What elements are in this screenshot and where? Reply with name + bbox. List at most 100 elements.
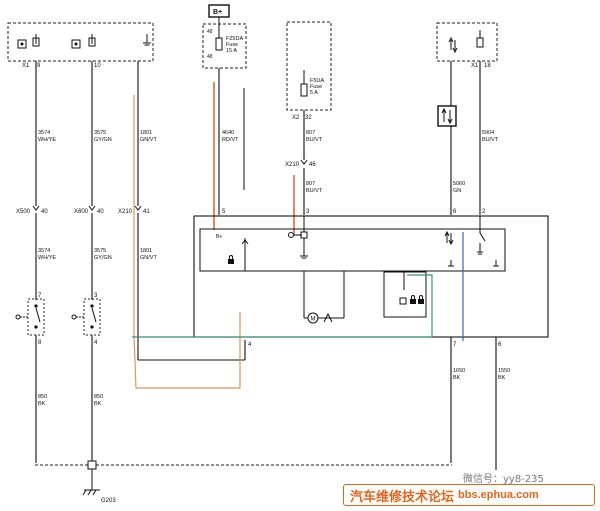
fuse-f5ua-name: F5UA bbox=[310, 78, 324, 84]
connector-x210-left-pin: 41 bbox=[143, 209, 150, 215]
forum-banner: 汽车维修技术论坛 bbs.ephua.com bbox=[343, 484, 595, 506]
ground-icon-module bbox=[300, 255, 308, 259]
connector-x210-mid-pin: 46 bbox=[309, 162, 316, 168]
switch-icon-module bbox=[477, 216, 486, 255]
lock-subblock bbox=[383, 271, 427, 318]
fuse-f25da-pin-top: 48 bbox=[207, 29, 213, 35]
motor-icon: M bbox=[307, 312, 333, 324]
ground-icon-top-left bbox=[143, 34, 151, 46]
wire-5904-color: BU/VT bbox=[482, 137, 499, 143]
wire-1801b-circuit: 1801 bbox=[140, 248, 152, 254]
wire-807b-circuit: 807 bbox=[306, 181, 315, 187]
fuse-f25da-pin-bottom: 48 bbox=[207, 54, 213, 60]
bidirectional-arrows-icon-top bbox=[448, 36, 458, 54]
wire-850b-circuit: 850 bbox=[94, 394, 103, 400]
connector-x2-pin: 32 bbox=[305, 115, 312, 121]
connector-x210-left: X210 bbox=[118, 209, 133, 215]
fuse-f5ua-type: Fuse bbox=[310, 84, 322, 90]
resistor-icon-top-right bbox=[476, 30, 484, 48]
control-module-inner bbox=[199, 228, 506, 272]
battery-label: B+ bbox=[213, 9, 222, 16]
orange-trace-wire bbox=[133, 95, 241, 389]
switch2-pin-top: 3 bbox=[94, 293, 98, 299]
wire-807a-color: BU/VT bbox=[306, 137, 323, 143]
wire-850b-color: BK bbox=[94, 401, 102, 407]
ground-splice bbox=[87, 460, 97, 470]
switch1-pin-bottom: 8 bbox=[38, 340, 42, 346]
connector-x1-right-pin: 18 bbox=[484, 63, 491, 69]
wire-4640-color: RD/VT bbox=[222, 137, 239, 143]
left-top-enclosure bbox=[7, 22, 154, 62]
fuse-f5ua-icon bbox=[300, 83, 308, 97]
fuse-f25da-name: F25DA bbox=[226, 36, 243, 42]
key-switch-icon bbox=[288, 231, 308, 239]
fuse-block-enclosure bbox=[202, 23, 247, 69]
switch1-pin-top: 7 bbox=[38, 293, 42, 299]
connector-x2: X2 bbox=[292, 115, 300, 121]
forum-url: bbs.ephua.com bbox=[458, 489, 539, 501]
wire-1801-color: GN/VT bbox=[140, 137, 157, 143]
wire-3574b-color: WH/YE bbox=[38, 255, 56, 261]
wire-3574-circuit: 3574 bbox=[38, 130, 50, 136]
wire-1650-color: BK bbox=[453, 375, 461, 381]
pullup-resistor-icon-1 bbox=[17, 34, 40, 49]
forum-name: 汽车维修技术论坛 bbox=[350, 489, 455, 505]
wire-1801b-color: GN/VT bbox=[140, 255, 157, 261]
connector-x1-pin10: 10 bbox=[94, 63, 101, 69]
wire-3574-color: WH/YE bbox=[38, 137, 56, 143]
wire-4640-circuit: 4640 bbox=[222, 130, 234, 136]
fuse-f25da-icon bbox=[215, 37, 223, 51]
svg-text:M: M bbox=[311, 317, 316, 323]
door-switch-icon-1 bbox=[15, 298, 45, 336]
fuse-f25da-rating: 15 A bbox=[226, 48, 237, 54]
ground-icon-module-2 bbox=[448, 260, 499, 267]
wire-807a-circuit: 807 bbox=[306, 130, 315, 136]
module-pin-6b: 6 bbox=[498, 342, 502, 348]
lock-icon-1 bbox=[228, 255, 234, 264]
connector-x600-pin: 40 bbox=[97, 209, 104, 215]
wire-1650-circuit: 1650 bbox=[453, 368, 465, 374]
wire-3575-color: GY/GN bbox=[94, 137, 112, 143]
chassis-ground-icon bbox=[82, 489, 100, 496]
lock-icon-2 bbox=[399, 295, 424, 305]
fuse-f5ua-rating: 5 A bbox=[310, 90, 318, 96]
module-pin-2: 2 bbox=[482, 209, 486, 215]
connector-x500-pin: 40 bbox=[41, 209, 48, 215]
data-arrows-icon-module bbox=[444, 230, 454, 246]
fuse-f25da-type: Fuse bbox=[226, 42, 238, 48]
module-pin-3: 3 bbox=[306, 209, 310, 215]
module-pin-7: 7 bbox=[453, 342, 457, 348]
module-pin-5: 5 bbox=[222, 209, 226, 215]
connector-x1-left-pin: 9 bbox=[37, 63, 41, 69]
module-pin-6: 6 bbox=[453, 209, 457, 215]
right-top-enclosure bbox=[436, 22, 498, 62]
transistor-icon-1 bbox=[241, 238, 249, 271]
ground-point-label: G203 bbox=[101, 498, 116, 504]
wire-1801-circuit: 1801 bbox=[140, 130, 152, 136]
pullup-resistor-icon-2 bbox=[71, 34, 96, 49]
fuse-f5ua-enclosure bbox=[286, 21, 332, 111]
wire-5904-circuit: 5904 bbox=[482, 130, 494, 136]
wire-3575b-circuit: 3575 bbox=[94, 248, 106, 254]
bidirectional-arrows-icon bbox=[441, 107, 453, 125]
data-link-box bbox=[437, 105, 457, 127]
teal-trace-wire bbox=[132, 274, 433, 338]
wechat-watermark: 微信号：yy8-235 bbox=[463, 474, 544, 485]
module-pin-4: 4 bbox=[248, 342, 252, 348]
door-switch-icon-2 bbox=[71, 298, 101, 336]
connector-x1-right: X1 bbox=[471, 63, 479, 69]
wire-850a-color: BK bbox=[38, 401, 46, 407]
connector-x600: X600 bbox=[74, 209, 89, 215]
inline-connector-markers bbox=[32, 159, 308, 211]
wire-1550-circuit: 1550 bbox=[498, 368, 510, 374]
wire-807b-color: BU/VT bbox=[306, 188, 323, 194]
wire-5060-color: GN bbox=[453, 188, 461, 194]
wire-3575b-color: GY/GN bbox=[94, 255, 112, 261]
module-bplus-label: B+ bbox=[216, 234, 222, 240]
wire-850a-circuit: 850 bbox=[38, 394, 47, 400]
connector-x500: X500 bbox=[16, 209, 31, 215]
wire-1550-color: BK bbox=[498, 375, 506, 381]
wire-3574b-circuit: 3574 bbox=[38, 248, 50, 254]
switch2-pin-bottom: 4 bbox=[94, 340, 98, 346]
